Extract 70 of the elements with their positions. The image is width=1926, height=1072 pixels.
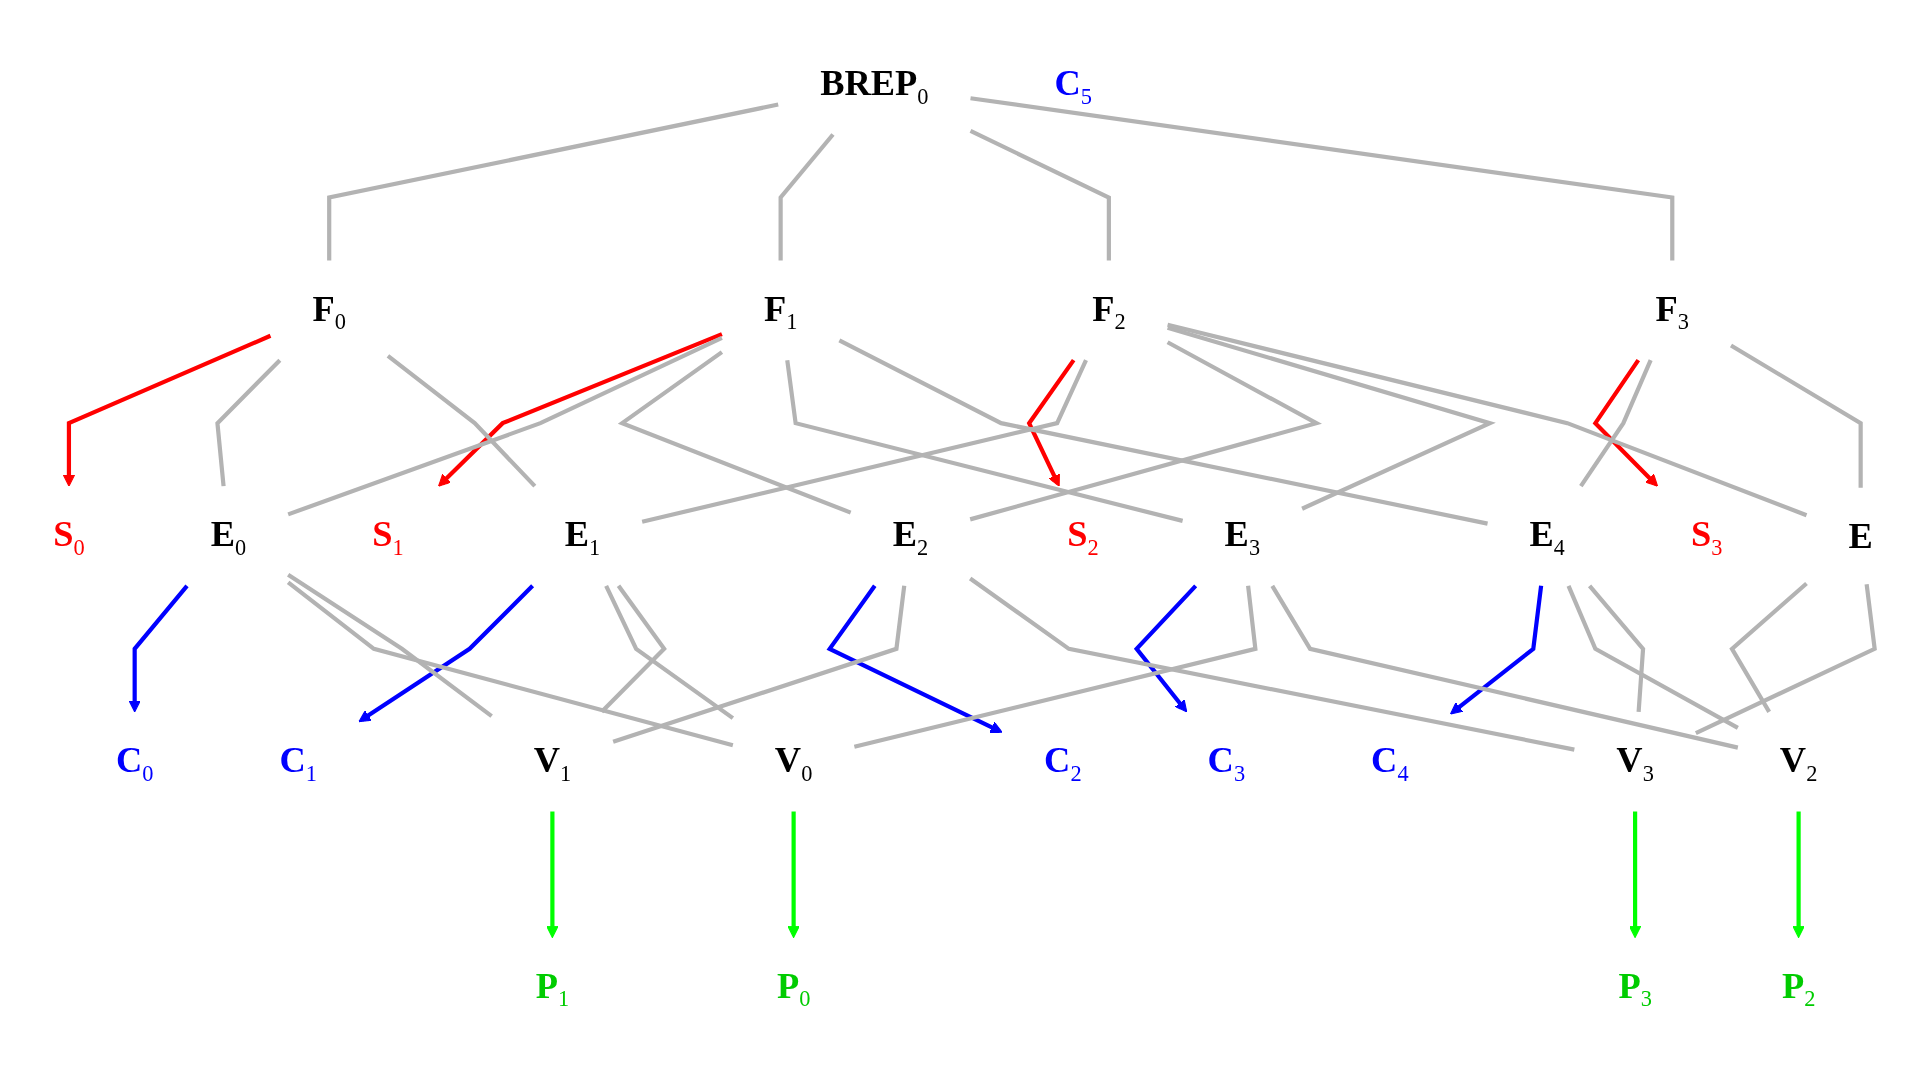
arrow	[1450, 585, 1544, 715]
connector	[1270, 584, 1739, 750]
arrow	[1026, 358, 1076, 487]
node-text: E$_{3}$	[1224, 514, 1261, 560]
arrow	[358, 584, 535, 723]
connector	[778, 133, 835, 261]
connector	[386, 354, 537, 488]
node-text: P$_{0}$	[776, 965, 811, 1011]
arrow	[546, 811, 559, 939]
node-text: F$_{0}$	[312, 288, 346, 334]
node-text: V$_{0}$	[774, 739, 813, 785]
node-text: F$_{3}$	[1655, 288, 1690, 334]
arrow	[1792, 811, 1805, 939]
node-text: C$_{2}$	[1044, 739, 1082, 785]
connector	[215, 358, 282, 487]
connector	[287, 336, 723, 517]
node-text: BREP$_{0}$	[820, 62, 929, 108]
connector	[1167, 325, 1496, 511]
node-text: F$_{1}$	[763, 288, 798, 334]
connector	[600, 584, 667, 714]
connector	[1566, 585, 1739, 730]
node-text: S$_{3}$	[1691, 514, 1723, 560]
connector	[785, 359, 1184, 523]
connector	[1694, 584, 1877, 735]
node-text: V$_{3}$	[1616, 739, 1654, 785]
arrow	[1133, 584, 1198, 713]
node-text: P$_{2}$	[1781, 965, 1816, 1011]
node-text: S$_{1}$	[372, 514, 404, 560]
node-text: C$_{5}$	[1054, 62, 1093, 108]
arrow	[438, 332, 723, 487]
connector	[287, 573, 493, 718]
node-text: C$_{0}$	[115, 739, 154, 785]
connector	[1729, 343, 1863, 488]
node-text: C$_{1}$	[279, 739, 317, 785]
connector	[969, 129, 1111, 261]
node-text: V$_{2}$	[1779, 739, 1818, 785]
connector	[1579, 359, 1653, 488]
arrow	[826, 584, 1003, 733]
node-text: E$_{4}$	[1529, 514, 1566, 560]
connector	[286, 580, 734, 748]
node-text: V$_{1}$	[533, 739, 572, 785]
node-text: P$_{3}$	[1618, 965, 1652, 1011]
connector	[641, 359, 1088, 524]
connector	[604, 584, 735, 720]
connector	[968, 576, 1575, 752]
node-text: E$_{0}$	[210, 514, 247, 560]
arrow	[1628, 811, 1642, 939]
node-text: E$_{1}$	[564, 514, 601, 560]
connector	[1729, 581, 1808, 713]
arrow	[62, 333, 272, 487]
connector	[853, 585, 1258, 749]
connector	[838, 338, 1488, 526]
node-text: S$_{2}$	[1067, 514, 1099, 560]
node-text: E	[1848, 515, 1873, 557]
connector	[327, 102, 779, 261]
node-text: E$_{2}$	[892, 514, 929, 560]
node-text: P$_{1}$	[535, 965, 570, 1011]
node-text: C$_{3}$	[1207, 739, 1246, 785]
connector	[1588, 584, 1646, 712]
connector	[1167, 322, 1808, 518]
connector	[970, 96, 1675, 261]
connector	[969, 340, 1322, 522]
arrow	[1592, 358, 1659, 487]
node-text: C$_{4}$	[1371, 739, 1409, 785]
arrow	[128, 584, 189, 713]
node-text: F$_{2}$	[1092, 288, 1126, 334]
node-text: S$_{0}$	[53, 514, 85, 560]
arrow	[787, 811, 800, 939]
connector	[612, 585, 907, 744]
connector	[617, 350, 852, 515]
